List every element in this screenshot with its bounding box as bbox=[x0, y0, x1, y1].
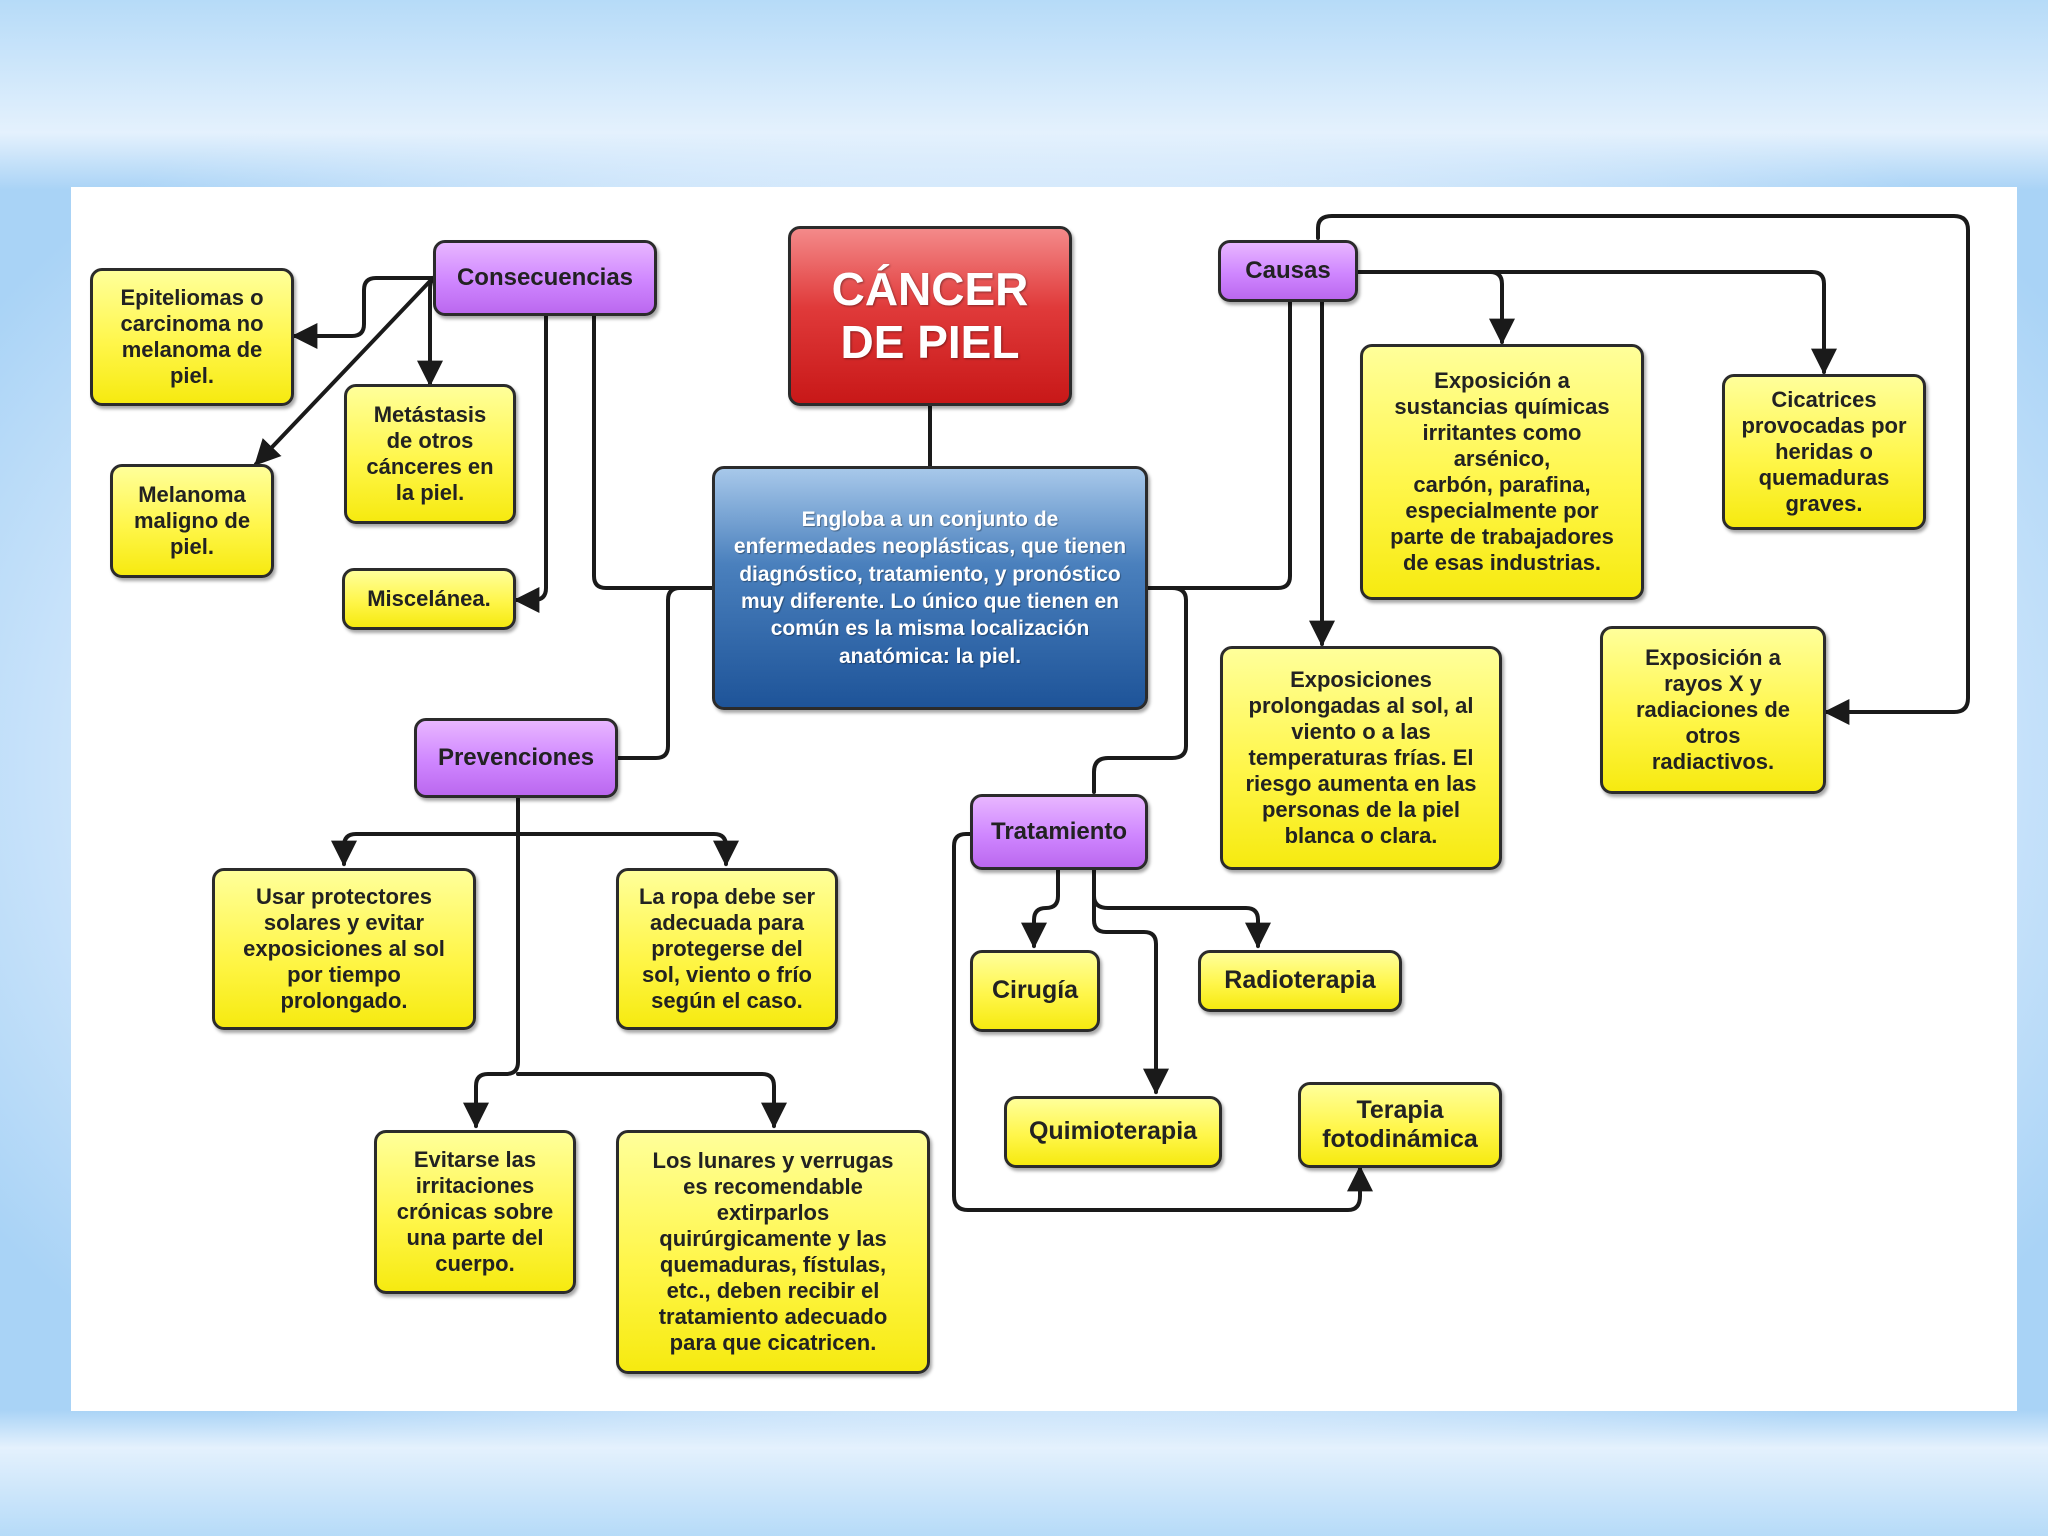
edge-causas-cicatrices bbox=[1356, 270, 1837, 375]
prevenciones-node[interactable]: Prevenciones bbox=[414, 718, 618, 798]
edge-consecuencias-miscelanea bbox=[513, 314, 548, 613]
causa-exposicion-sol[interactable]: Exposiciones prolongadas al sol, al vien… bbox=[1220, 646, 1502, 870]
edge-description-consecuencias bbox=[592, 314, 714, 590]
title-node[interactable]: CÁNCER DE PIEL bbox=[788, 226, 1072, 406]
tratamiento-cirugia[interactable]: Cirugía bbox=[970, 950, 1100, 1032]
causa-cicatrices[interactable]: Cicatrices provocadas por heridas o quem… bbox=[1722, 374, 1926, 530]
edge-tratamiento-radioterapia bbox=[1092, 866, 1271, 949]
prevencion-protectores[interactable]: Usar protectores solares y evitar exposi… bbox=[212, 868, 476, 1030]
consecuencia-metastasis[interactable]: Metástasis de otros cánceres en la piel. bbox=[344, 384, 516, 524]
consecuencia-epiteliomas[interactable]: Epiteliomas o carcinoma no melanoma de p… bbox=[90, 268, 294, 406]
prevencion-ropa[interactable]: La ropa debe ser adecuada para protegers… bbox=[616, 868, 838, 1030]
tratamiento-node[interactable]: Tratamiento bbox=[970, 794, 1148, 870]
edge-prevenciones-irritaciones bbox=[463, 832, 520, 1129]
edge-causas-rayos-x bbox=[1316, 214, 1970, 725]
edge-description-prevenciones bbox=[616, 586, 714, 760]
causas-node[interactable]: Causas bbox=[1218, 240, 1358, 302]
prevencion-lunares[interactable]: Los lunares y verrugas es recomendable e… bbox=[616, 1130, 930, 1374]
edge-consecuencias-epiteliomas bbox=[291, 276, 435, 349]
prevencion-irritaciones[interactable]: Evitarse las irritaciones crónicas sobre… bbox=[374, 1130, 576, 1294]
edge-prevenciones-lunares bbox=[516, 1072, 787, 1129]
edge-description-causas bbox=[1146, 294, 1292, 590]
edge-tratamiento-cirugia bbox=[1021, 866, 1060, 949]
consecuencia-miscelanea[interactable]: Miscelánea. bbox=[342, 568, 516, 630]
tratamiento-quimioterapia[interactable]: Quimioterapia bbox=[1004, 1096, 1222, 1168]
causa-exposicion-quimica[interactable]: Exposición a sustancias químicas irritan… bbox=[1360, 344, 1644, 600]
slide-background-bottom bbox=[0, 1410, 2048, 1536]
edge-tratamiento-terapia-fotodinamica bbox=[952, 832, 1373, 1212]
edge-description-tratamiento bbox=[1092, 586, 1188, 794]
edge-consecuencias-melanoma bbox=[254, 276, 435, 466]
slide-background-top bbox=[0, 0, 2048, 190]
edge-prevenciones-ropa bbox=[516, 832, 739, 867]
description-node[interactable]: Engloba a un conjunto de enfermedades ne… bbox=[712, 466, 1148, 710]
tratamiento-radioterapia[interactable]: Radioterapia bbox=[1198, 950, 1402, 1012]
edge-prevenciones-protectores bbox=[331, 794, 520, 867]
tratamiento-terapia-fotodinamica[interactable]: Terapia fotodinámica bbox=[1298, 1082, 1502, 1168]
causa-rayos-x[interactable]: Exposición a rayos X y radiaciones de ot… bbox=[1600, 626, 1826, 794]
consecuencias-node[interactable]: Consecuencias bbox=[433, 240, 657, 316]
edge-tratamiento-quimioterapia bbox=[1092, 866, 1169, 1095]
edge-causas-exposicion-quimica bbox=[1356, 270, 1515, 345]
consecuencia-melanoma[interactable]: Melanoma maligno de piel. bbox=[110, 464, 274, 578]
